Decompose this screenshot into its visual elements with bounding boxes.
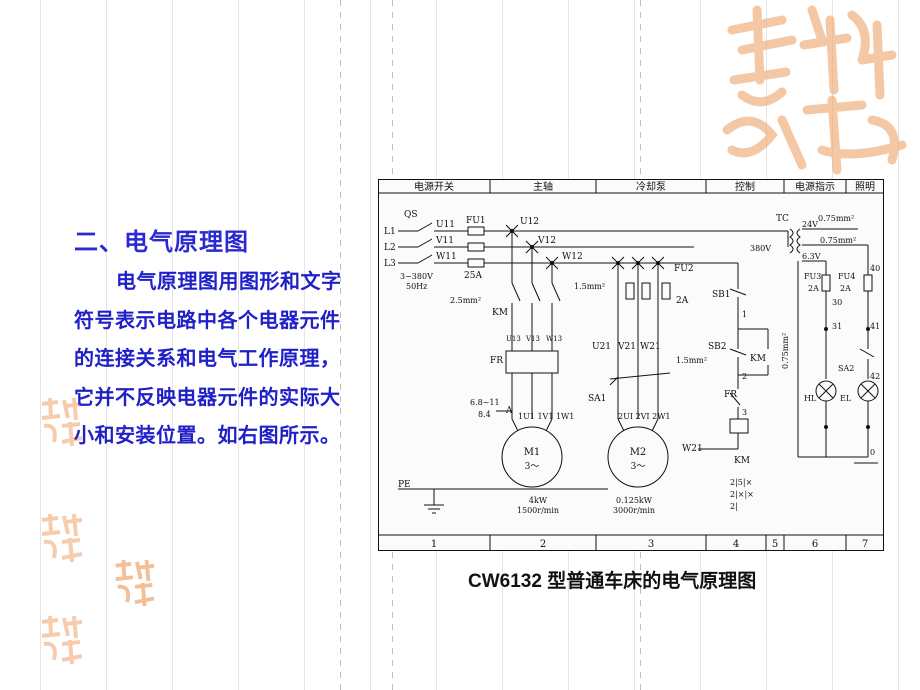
label-fu1: FU1 — [466, 216, 486, 226]
label-m2-speed: 3000r/min — [613, 506, 655, 515]
label-node-40: 40 — [870, 264, 880, 273]
label-fu3: FU3 — [804, 272, 821, 281]
label-wire-2-5: 2.5mm² — [450, 296, 481, 305]
label-node-31: 31 — [832, 322, 842, 331]
label-node-3: 3 — [742, 408, 747, 417]
label-sb1: SB1 — [712, 290, 731, 300]
slide-paragraph: 电气原理图用图形和文字符号表示电路中各个电器元件的连接关系和电气工作原理，它并不… — [74, 269, 342, 447]
label-fu2-rating: 2A — [676, 296, 689, 306]
label-sa1: SA1 — [588, 394, 606, 404]
label-node-41: 41 — [870, 322, 880, 331]
diagram-caption: CW6132 型普通车床的电气原理图 — [468, 571, 757, 592]
label-l1: L1 — [384, 227, 396, 237]
footer-cell-3: 3 — [648, 539, 654, 550]
label-v13: V13 — [525, 335, 540, 343]
label-fr: FR — [490, 356, 503, 366]
label-fu4-rating: 2A — [840, 284, 851, 293]
label-supply-frequency: 50Hz — [406, 282, 427, 291]
label-tc-primary: 380V — [750, 244, 771, 253]
label-node-a: A — [505, 406, 513, 416]
header-cell-power-switch: 电源开关 — [414, 180, 454, 193]
label-m1-terminals: 1U1 1V1 1W1 — [518, 412, 574, 421]
header-cell-spindle: 主轴 — [533, 180, 553, 193]
label-m2-phase: 3～ — [631, 462, 646, 472]
footer-cell-6: 6 — [812, 539, 818, 550]
label-fu3-rating: 2A — [808, 284, 819, 293]
label-u21: U21 — [592, 342, 611, 352]
header-cell-coolant-pump: 冷却泵 — [636, 180, 666, 193]
label-m1-phase: 3～ — [525, 462, 540, 472]
label-fr-control: FR — [724, 390, 737, 400]
label-wire-1-5: 1.5mm² — [676, 356, 707, 365]
contact-table-row: 2| — [730, 502, 738, 511]
footer-cell-4: 4 — [733, 539, 739, 550]
seal-icon — [38, 396, 84, 448]
label-node-0: 0 — [870, 448, 875, 457]
label-v21: V21 — [617, 342, 636, 352]
label-node-42: 42 — [870, 372, 880, 381]
label-w21: W21 — [640, 342, 661, 352]
slide-heading: 二、电气原理图 — [74, 228, 249, 256]
footer-cell-1: 1 — [431, 539, 437, 550]
label-node-1: 1 — [742, 310, 747, 319]
label-current-setting-top: 6.8~11 — [470, 398, 500, 407]
label-m1: M1 — [524, 447, 541, 458]
label-sb2: SB2 — [708, 342, 727, 352]
seal-icon — [38, 614, 84, 666]
label-fu1-rating: 25A — [464, 271, 482, 281]
label-qs: QS — [404, 210, 418, 220]
seal-icon — [110, 558, 158, 608]
label-km-coil: KM — [734, 456, 750, 466]
label-u12: U12 — [520, 217, 539, 227]
label-fu4: FU4 — [838, 272, 855, 281]
header-cell-power-indicator: 电源指示 — [795, 180, 835, 193]
seal-watermark-large-icon — [712, 0, 920, 176]
seal-icon — [38, 512, 84, 564]
label-l3: L3 — [384, 259, 396, 269]
label-sa2: SA2 — [838, 364, 854, 373]
label-km-contact: KM — [750, 354, 766, 364]
label-wire-1-5: 1.5mm² — [574, 282, 605, 291]
label-v11: V11 — [435, 236, 454, 246]
label-tc: TC — [776, 214, 789, 224]
label-current-setting-bottom: 8.4 — [478, 410, 491, 419]
label-u13: U13 — [506, 335, 521, 343]
label-tc-6v: 6.3V — [802, 252, 821, 261]
label-hl: HL — [804, 394, 817, 403]
label-wire-0-75: 0.75mm² — [820, 236, 856, 245]
label-el: EL — [840, 394, 852, 403]
label-u11: U11 — [436, 220, 455, 230]
label-w12: W12 — [562, 252, 583, 262]
header-cell-control: 控制 — [735, 180, 755, 193]
label-tc-24v: 24V — [802, 220, 818, 229]
label-w13: W13 — [546, 335, 562, 343]
label-pe: PE — [398, 480, 411, 490]
footer-cell-2: 2 — [540, 539, 546, 550]
label-node-2: 2 — [742, 372, 747, 381]
label-m2-terminals: 2UI 2VI 2W1 — [618, 412, 671, 421]
label-m1-power: 4kW — [529, 496, 548, 505]
contact-table-row: 2|×|× — [730, 490, 754, 499]
label-w21-control: W21 — [682, 444, 703, 454]
label-v12: V12 — [537, 236, 556, 246]
footer-cell-5: 5 — [772, 539, 778, 550]
label-supply-voltage: 3~380V — [400, 272, 433, 281]
label-w11: W11 — [436, 252, 457, 262]
label-fu2: FU2 — [674, 264, 694, 274]
label-m2: M2 — [630, 447, 647, 458]
header-cell-lighting: 照明 — [855, 181, 875, 193]
label-node-30: 30 — [832, 298, 842, 307]
label-wire-0-75-control: 0.75mm² — [781, 333, 790, 369]
label-l2: L2 — [384, 243, 396, 253]
label-km-main: KM — [492, 308, 508, 318]
label-m1-speed: 1500r/min — [517, 506, 559, 515]
footer-cell-7: 7 — [862, 539, 868, 550]
label-wire-0-75: 0.75mm² — [818, 214, 854, 223]
label-m2-power: 0.125kW — [616, 496, 653, 505]
background-dashed-rule — [340, 0, 341, 690]
contact-table-row: 2|5|× — [730, 478, 752, 487]
circuit-diagram: 电源开关 主轴 冷却泵 控制 电源指示 照明 1 2 3 4 5 6 7 QS … — [378, 179, 884, 551]
